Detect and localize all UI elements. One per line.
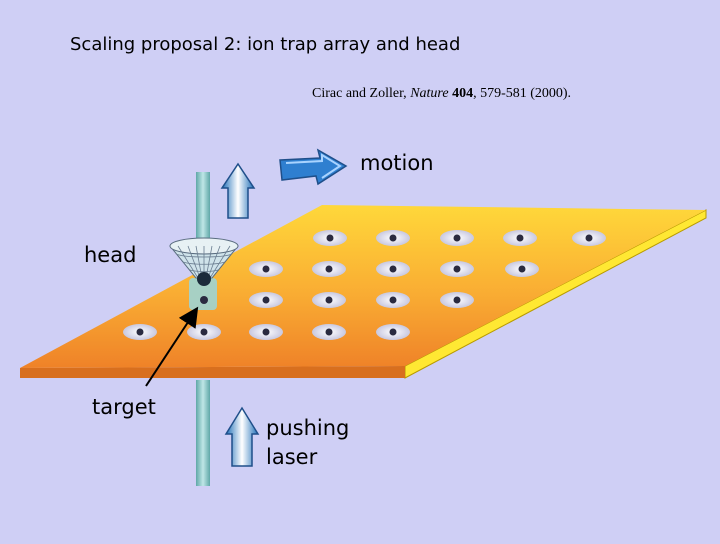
head-trap <box>169 237 239 286</box>
laser-beam-lower <box>196 380 210 486</box>
citation: Cirac and Zoller, Nature 404, 579-581 (2… <box>312 86 571 102</box>
citation-authors: Cirac and Zoller, <box>312 86 411 101</box>
ion <box>312 261 346 277</box>
head-beam-glow <box>189 278 217 310</box>
motion-arrow <box>279 148 348 186</box>
ion <box>572 230 606 246</box>
head-label: head <box>84 243 137 267</box>
ion-array <box>123 230 606 340</box>
ion <box>312 324 346 340</box>
ion <box>440 230 474 246</box>
ion <box>249 261 283 277</box>
citation-pages: , 579-581 (2000). <box>473 86 572 101</box>
ion <box>505 261 539 277</box>
trap-array-plate <box>20 205 707 379</box>
ion <box>376 261 410 277</box>
ion <box>440 261 474 277</box>
target-ion-marker <box>200 296 208 304</box>
ion <box>249 324 283 340</box>
ion <box>249 292 283 308</box>
citation-journal: Nature <box>410 86 449 101</box>
ion <box>376 324 410 340</box>
target-pointer <box>145 306 199 387</box>
ion <box>503 230 537 246</box>
pushing-laser-label: pushing laser <box>266 416 350 469</box>
ion <box>312 292 346 308</box>
target-ion <box>187 324 221 340</box>
motion-label: motion <box>360 151 434 175</box>
up-arrow-lower <box>224 406 260 467</box>
up-arrow-upper <box>220 162 256 219</box>
citation-volume: 404 <box>452 86 474 101</box>
ion <box>313 230 347 246</box>
target-label: target <box>92 395 156 419</box>
ion <box>376 230 410 246</box>
ion <box>376 292 410 308</box>
ion <box>440 292 474 308</box>
slide-title: Scaling proposal 2: ion trap array and h… <box>70 34 461 55</box>
ion <box>123 324 157 340</box>
head-ion <box>197 272 211 286</box>
